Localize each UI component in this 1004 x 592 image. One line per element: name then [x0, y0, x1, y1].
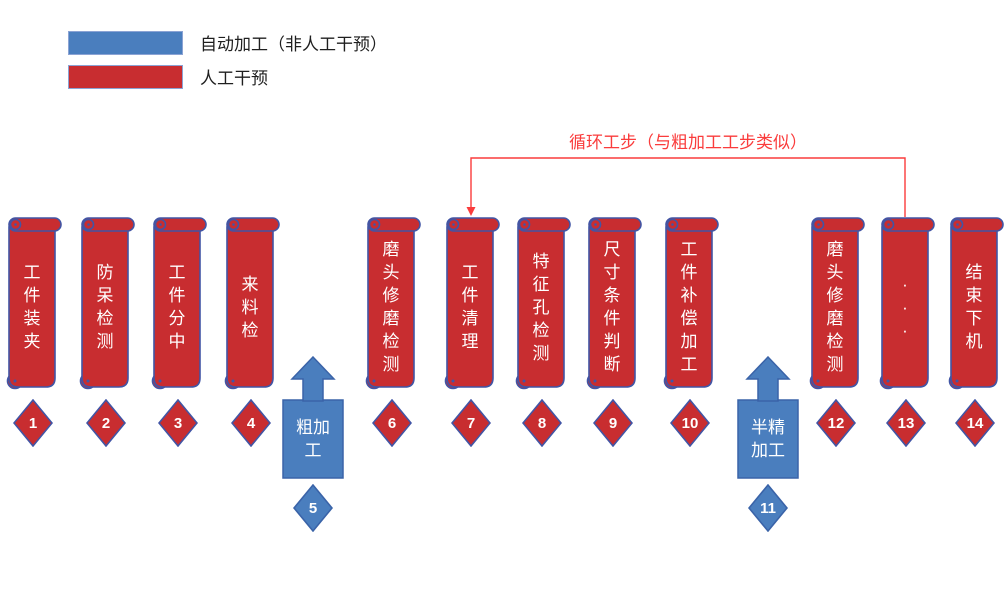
step-number: 6 [387, 414, 397, 432]
step-number-badge-6: 6 [371, 398, 413, 448]
step-number: 12 [827, 414, 845, 432]
vertical-scroll-shape [224, 217, 280, 390]
vertical-scroll-shape [444, 217, 500, 390]
step-number-badge-11: 11 [747, 483, 789, 533]
vertical-scroll-shape [879, 217, 935, 390]
step-scroll-12: 磨头修磨检测 [807, 215, 865, 393]
up-arrow-box-shape [282, 355, 344, 479]
step-number-badge-2: 2 [85, 398, 127, 448]
step-scroll-9: 尺寸条件判断 [584, 215, 642, 393]
diamond-shape [885, 398, 927, 448]
step-number: 13 [897, 414, 915, 432]
step-number-badge-3: 3 [157, 398, 199, 448]
vertical-scroll-shape [586, 217, 642, 390]
step-scroll-3: 工件分中 [149, 215, 207, 393]
diamond-shape [371, 398, 413, 448]
legend-item-automatic: 自动加工（非人工干预） [68, 30, 387, 55]
step-number-badge-8: 8 [521, 398, 563, 448]
step-number-badge-10: 10 [669, 398, 711, 448]
diamond-shape [157, 398, 199, 448]
diamond-shape [669, 398, 711, 448]
diamond-shape [954, 398, 996, 448]
up-arrow-icon [745, 355, 791, 402]
step-number-badge-7: 7 [450, 398, 492, 448]
step-scroll-8: 特征孔检测 [513, 215, 571, 393]
vertical-scroll-shape [948, 217, 1004, 390]
step-number-badge-14: 14 [954, 398, 996, 448]
step-number-badge-1: 1 [12, 398, 54, 448]
step-number-badge-5: 5 [292, 483, 334, 533]
step-scroll-4: 来料检 [222, 215, 280, 393]
legend-item-manual: 人工干预 [68, 64, 268, 89]
step-scroll-2: 防呆检测 [77, 215, 135, 393]
vertical-scroll-shape [151, 217, 207, 390]
step-scroll-10: 工件补偿加工 [661, 215, 719, 393]
vertical-scroll-shape [515, 217, 571, 390]
step-number-badge-12: 12 [815, 398, 857, 448]
step-number-badge-9: 9 [592, 398, 634, 448]
step-number: 11 [760, 499, 776, 517]
step-number: 1 [28, 414, 38, 432]
step-number: 8 [537, 414, 547, 432]
loop-annotation-label: 循环工步（与粗加工工步类似） [569, 133, 807, 152]
diamond-shape [292, 483, 334, 533]
vertical-scroll-shape [663, 217, 719, 390]
step-scroll-1: 工件装夹 [4, 215, 62, 393]
step-scroll-7: 工件清理 [442, 215, 500, 393]
step-arrowbox-5: 粗加工 [282, 355, 344, 480]
step-number: 10 [681, 414, 699, 432]
step-arrowbox-11: 半精加工 [737, 355, 799, 480]
step-number: 4 [246, 414, 256, 432]
diamond-shape [12, 398, 54, 448]
vertical-scroll-shape [6, 217, 62, 390]
vertical-scroll-shape [365, 217, 421, 390]
legend-label-automatic: 自动加工（非人工干预） [200, 35, 387, 54]
legend-label-manual: 人工干预 [200, 69, 268, 88]
step-scroll-14: 结束下机 [946, 215, 1004, 393]
vertical-scroll-shape [79, 217, 135, 390]
step-number-badge-4: 4 [230, 398, 272, 448]
legend-swatch-manual [68, 64, 183, 89]
step-scroll-13: · · · [877, 215, 935, 393]
diamond-shape [230, 398, 272, 448]
up-arrow-box-shape [737, 355, 799, 479]
step-number: 2 [101, 414, 111, 432]
diamond-shape [85, 398, 127, 448]
diamond-shape [747, 483, 789, 533]
step-number-badge-13: 13 [885, 398, 927, 448]
step-number: 7 [466, 414, 476, 432]
step-scroll-6: 磨头修磨检测 [363, 215, 421, 393]
legend-swatch-automatic [68, 30, 183, 55]
diamond-shape [815, 398, 857, 448]
diamond-shape [592, 398, 634, 448]
up-arrow-icon [290, 355, 336, 402]
step-number: 5 [308, 499, 318, 517]
step-number: 14 [966, 414, 984, 432]
diamond-shape [521, 398, 563, 448]
vertical-scroll-shape [809, 217, 865, 390]
step-number: 9 [608, 414, 618, 432]
step-number: 3 [173, 414, 183, 432]
diamond-shape [450, 398, 492, 448]
